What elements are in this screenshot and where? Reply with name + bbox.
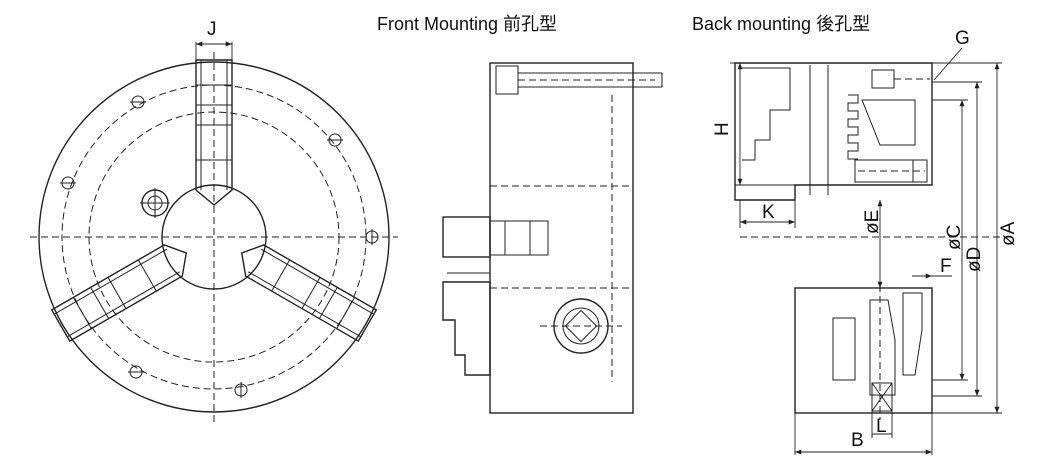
label-c: øC xyxy=(944,225,965,250)
title-back-mounting: Back mounting 後孔型 xyxy=(692,14,870,34)
front-jaw xyxy=(442,216,549,258)
jaw-lower-left xyxy=(50,244,188,343)
bolt-marks xyxy=(60,95,379,398)
jaw-lower-right xyxy=(240,244,378,343)
label-h: H xyxy=(712,122,733,136)
label-g: G xyxy=(955,28,970,49)
front-bolt-head xyxy=(495,65,519,95)
label-f: F xyxy=(940,256,952,277)
label-e: øE xyxy=(862,210,883,234)
label-d: øD xyxy=(964,247,985,272)
label-k: K xyxy=(762,202,775,223)
front-mounting-view xyxy=(442,62,663,414)
label-l: L xyxy=(876,416,887,437)
jaw-top xyxy=(195,59,233,206)
label-b: B xyxy=(851,430,864,451)
label-j: J xyxy=(207,19,217,40)
dimensions xyxy=(730,47,1002,455)
key-socket xyxy=(140,188,170,218)
front-view: J xyxy=(30,19,398,422)
label-a: øA xyxy=(998,221,1019,246)
front-jaw-steps xyxy=(442,272,491,376)
back-body-upper xyxy=(734,62,933,201)
back-body-lower xyxy=(794,287,933,414)
inner-pitch-circle xyxy=(88,111,340,363)
title-front-mounting: Front Mounting 前孔型 xyxy=(377,14,557,34)
